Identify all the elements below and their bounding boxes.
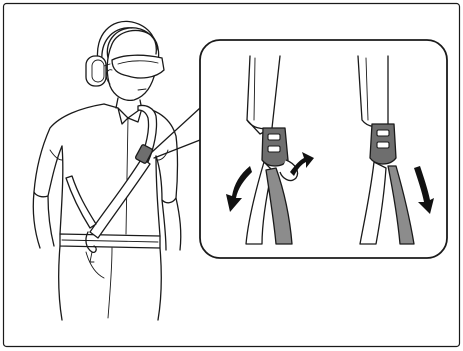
buckle-detail-inset xyxy=(200,40,447,258)
